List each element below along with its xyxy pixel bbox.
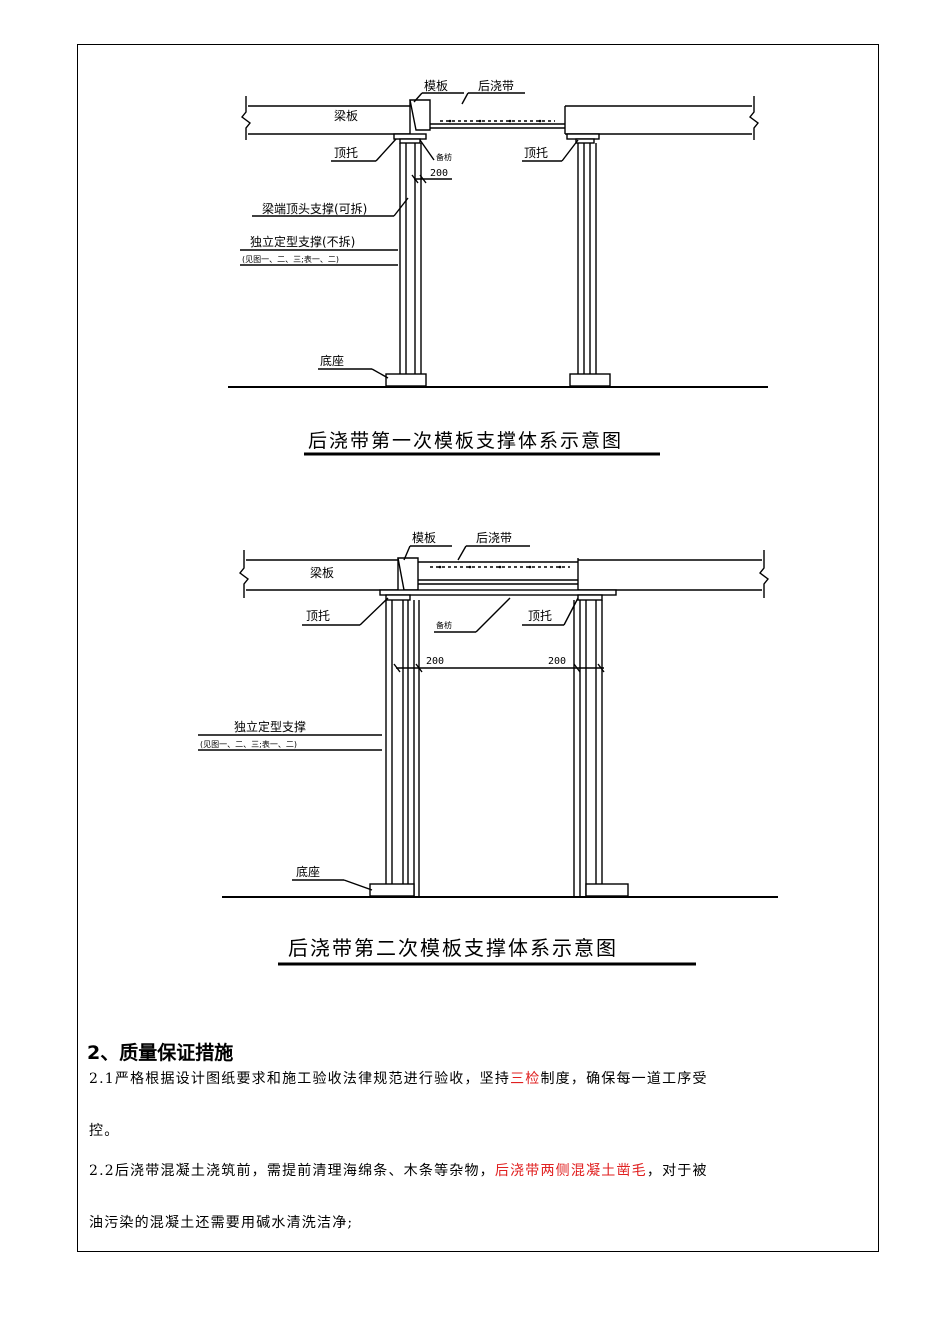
p1-highlight: 三检 xyxy=(510,1071,541,1087)
fig2-dim-200-right: 200 xyxy=(548,656,566,667)
fig1-caption: 后浇带第一次模板支撑体系示意图 xyxy=(308,430,623,452)
fig1-base-label: 底座 xyxy=(320,353,344,368)
p2-highlight: 后浇带两侧混凝土凿毛 xyxy=(494,1163,647,1179)
fig2-dim-200-left: 200 xyxy=(426,656,444,667)
p1-post: 制度，确保每一道工序受 xyxy=(540,1071,708,1087)
p2-pre: 2.2后浇带混凝土浇筑前，需提前清理海绵条、木条等杂物， xyxy=(89,1163,495,1179)
fig1-independent-support-label: 独立定型支撑(不拆) xyxy=(250,234,355,249)
paragraph-2-1-line1: 2.1严格根据设计图纸要求和施工验收法律规范进行验收，坚持三检制度，确保每一道工… xyxy=(89,1069,871,1090)
fig2-caption: 后浇带第二次模板支撑体系示意图 xyxy=(288,936,618,960)
paragraph-2-1-line2: 控。 xyxy=(89,1123,120,1139)
fig1-top-bracket-right-label: 顶托 xyxy=(524,146,548,160)
fig2-post-cast-strip-label: 后浇带 xyxy=(476,531,512,545)
fig1-dim-200: 200 xyxy=(430,168,448,179)
paragraph-2-2-line2: 油污染的混凝土还需要用碱水清洗洁净; xyxy=(89,1215,354,1231)
figure1-drawing xyxy=(228,92,768,456)
fig2-top-bracket-left-label: 顶托 xyxy=(306,609,330,623)
paragraph-2-2-line1: 2.2后浇带混凝土浇筑前，需提前清理海绵条、木条等杂物，后浇带两侧混凝土凿毛，对… xyxy=(89,1161,871,1182)
fig1-see-figures-label: (见图一、二、三;表一、二) xyxy=(242,254,339,264)
fig2-top-bracket-right-label: 顶托 xyxy=(528,609,552,623)
fig1-beam-end-support-label: 梁端顶头支撑(可拆) xyxy=(262,201,367,216)
fig2-formwork-label: 模板 xyxy=(412,531,436,545)
fig1-post-cast-strip-label: 后浇带 xyxy=(478,79,514,93)
section-title: 2、质量保证措施 xyxy=(87,1042,234,1064)
figure2-drawing xyxy=(198,545,778,966)
fig2-independent-support-label: 独立定型支撑 xyxy=(234,719,306,734)
fig2-beam-slab-label: 梁板 xyxy=(310,565,334,580)
p2-post: ，对于被 xyxy=(646,1163,708,1179)
fig1-formwork-label: 模板 xyxy=(424,79,448,93)
p1-pre: 2.1严格根据设计图纸要求和施工验收法律规范进行验收，坚持 xyxy=(89,1071,511,1087)
fig2-base-label: 底座 xyxy=(296,864,320,879)
fig1-backing-bar-label: 备枋 xyxy=(436,152,452,162)
fig2-backing-bar-label: 备枋 xyxy=(436,620,452,630)
fig1-beam-slab-label: 梁板 xyxy=(334,108,358,123)
fig2-see-figures-label: (见图一、二、三;表一、二) xyxy=(200,739,297,749)
page-border xyxy=(77,44,879,1252)
fig1-top-bracket-label: 顶托 xyxy=(334,146,358,160)
